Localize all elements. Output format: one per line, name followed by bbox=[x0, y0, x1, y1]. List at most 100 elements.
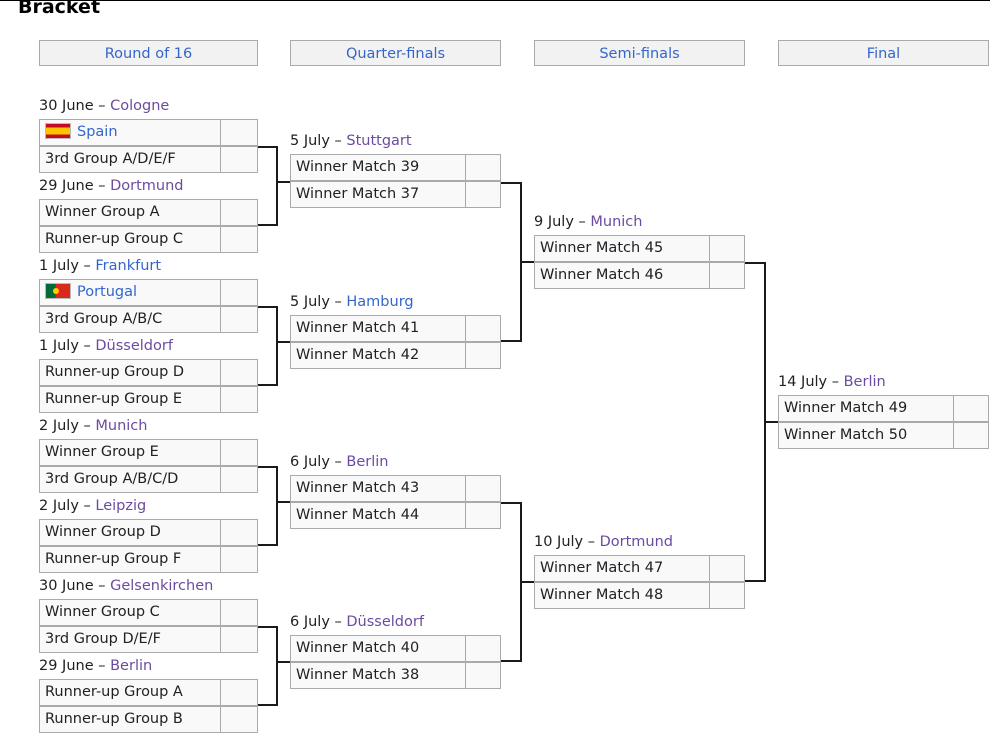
venue-link[interactable]: Dortmund bbox=[599, 534, 674, 550]
venue-link[interactable]: Dortmund bbox=[110, 178, 184, 194]
team-cell: 3rd Group A/B/C bbox=[39, 306, 221, 333]
team-name: Runner-up Group A bbox=[45, 684, 183, 700]
bracket-connector-stub bbox=[521, 581, 534, 583]
team-row: Winner Match 41 bbox=[290, 315, 501, 342]
venue-link[interactable]: Cologne bbox=[110, 98, 170, 114]
team-cell: Winner Match 41 bbox=[290, 315, 466, 342]
team-name: Winner Match 40 bbox=[296, 640, 420, 656]
team-cell: Runner-up Group F bbox=[39, 546, 221, 573]
match-date: 6 July – bbox=[290, 614, 347, 630]
team-name: Winner Match 46 bbox=[540, 267, 664, 283]
venue-link[interactable]: Düsseldorf bbox=[346, 614, 424, 630]
team-cell: Runner-up Group D bbox=[39, 359, 221, 386]
team-row: Winner Match 45 bbox=[534, 235, 745, 262]
bracket-connector bbox=[258, 626, 278, 706]
venue-link[interactable]: Berlin bbox=[346, 454, 389, 470]
bracket-connector-stub bbox=[277, 181, 290, 183]
round-header-sf[interactable]: Semi-finals bbox=[534, 40, 745, 66]
venue-link[interactable]: Frankfurt bbox=[95, 258, 162, 274]
team-name: Winner Group D bbox=[45, 524, 161, 540]
team-cell: 3rd Group D/E/F bbox=[39, 626, 221, 653]
match-date: 9 July – bbox=[534, 214, 591, 230]
team-name: Winner Match 48 bbox=[540, 587, 664, 603]
venue-link[interactable]: Düsseldorf bbox=[95, 338, 173, 354]
team-row: Portugal bbox=[39, 279, 258, 306]
team-row: Winner Match 39 bbox=[290, 154, 501, 181]
round-header-r16[interactable]: Round of 16 bbox=[39, 40, 258, 66]
venue-link[interactable]: Gelsenkirchen bbox=[110, 578, 214, 594]
match-header: 14 July – Berlin bbox=[778, 371, 886, 393]
venue-link[interactable]: Stuttgart bbox=[346, 133, 412, 149]
score-cell bbox=[220, 679, 258, 706]
team-name: 3rd Group A/D/E/F bbox=[45, 151, 176, 167]
match-date: 30 June – bbox=[39, 98, 111, 114]
score-cell bbox=[465, 635, 501, 662]
match-date: 30 June – bbox=[39, 578, 111, 594]
score-cell bbox=[220, 359, 258, 386]
team-cell: Runner-up Group A bbox=[39, 679, 221, 706]
score-cell bbox=[709, 582, 745, 609]
team-row: Winner Match 50 bbox=[778, 422, 989, 449]
match-date: 5 July – bbox=[290, 133, 347, 149]
venue-link[interactable]: Berlin bbox=[843, 374, 886, 390]
match-header: 9 July – Munich bbox=[534, 211, 642, 233]
team-name: 3rd Group D/E/F bbox=[45, 631, 161, 647]
match-header: 6 July – Berlin bbox=[290, 451, 388, 473]
team-name[interactable]: Portugal bbox=[77, 284, 138, 300]
score-cell bbox=[220, 519, 258, 546]
team-name: Runner-up Group C bbox=[45, 231, 184, 247]
venue-link[interactable]: Berlin bbox=[110, 658, 153, 674]
match-header: 2 July – Leipzig bbox=[39, 495, 146, 517]
team-cell: 3rd Group A/B/C/D bbox=[39, 466, 221, 493]
team-row: Runner-up Group F bbox=[39, 546, 258, 573]
team-row: Winner Match 46 bbox=[534, 262, 745, 289]
team-cell: Winner Match 39 bbox=[290, 154, 466, 181]
score-cell bbox=[220, 626, 258, 653]
team-cell: Winner Match 46 bbox=[534, 262, 710, 289]
team-name: Winner Match 44 bbox=[296, 507, 420, 523]
venue-link[interactable]: Hamburg bbox=[346, 294, 414, 310]
score-cell bbox=[953, 395, 989, 422]
match-header: 1 July – Düsseldorf bbox=[39, 335, 173, 357]
match-header: 1 July – Frankfurt bbox=[39, 255, 161, 277]
score-cell bbox=[220, 279, 258, 306]
team-row: Runner-up Group D bbox=[39, 359, 258, 386]
portugal-flag-icon bbox=[45, 283, 71, 299]
team-cell: 3rd Group A/D/E/F bbox=[39, 146, 221, 173]
match-header: 2 July – Munich bbox=[39, 415, 147, 437]
team-name: Runner-up Group E bbox=[45, 391, 183, 407]
team-name: 3rd Group A/B/C bbox=[45, 311, 163, 327]
round-header-qf[interactable]: Quarter-finals bbox=[290, 40, 501, 66]
bracket-connector-stub bbox=[765, 421, 778, 423]
team-name: Runner-up Group F bbox=[45, 551, 182, 567]
score-cell bbox=[220, 119, 258, 146]
team-name: Winner Match 43 bbox=[296, 480, 420, 496]
score-cell bbox=[220, 599, 258, 626]
team-name: Winner Match 39 bbox=[296, 159, 420, 175]
team-cell: Winner Match 43 bbox=[290, 475, 466, 502]
team-row: Winner Match 38 bbox=[290, 662, 501, 689]
team-row: Winner Match 48 bbox=[534, 582, 745, 609]
score-cell bbox=[220, 199, 258, 226]
score-cell bbox=[709, 235, 745, 262]
team-row: Runner-up Group B bbox=[39, 706, 258, 733]
match-date: 2 July – bbox=[39, 418, 96, 434]
team-cell: Winner Group C bbox=[39, 599, 221, 626]
match-date: 29 June – bbox=[39, 658, 111, 674]
team-cell: Winner Group A bbox=[39, 199, 221, 226]
venue-link[interactable]: Munich bbox=[590, 214, 643, 230]
venue-link[interactable]: Leipzig bbox=[95, 498, 147, 514]
match-date: 1 July – bbox=[39, 258, 96, 274]
team-cell: Winner Match 48 bbox=[534, 582, 710, 609]
team-name[interactable]: Spain bbox=[77, 124, 118, 140]
team-name: Winner Match 41 bbox=[296, 320, 420, 336]
match-header: 5 July – Hamburg bbox=[290, 291, 414, 313]
round-header-final[interactable]: Final bbox=[778, 40, 989, 66]
bracket-connector-stub bbox=[277, 501, 290, 503]
score-cell bbox=[220, 706, 258, 733]
venue-link[interactable]: Munich bbox=[95, 418, 148, 434]
team-row: Winner Group D bbox=[39, 519, 258, 546]
match-header: 6 July – Düsseldorf bbox=[290, 611, 424, 633]
team-cell: Winner Match 38 bbox=[290, 662, 466, 689]
team-cell: Winner Match 47 bbox=[534, 555, 710, 582]
